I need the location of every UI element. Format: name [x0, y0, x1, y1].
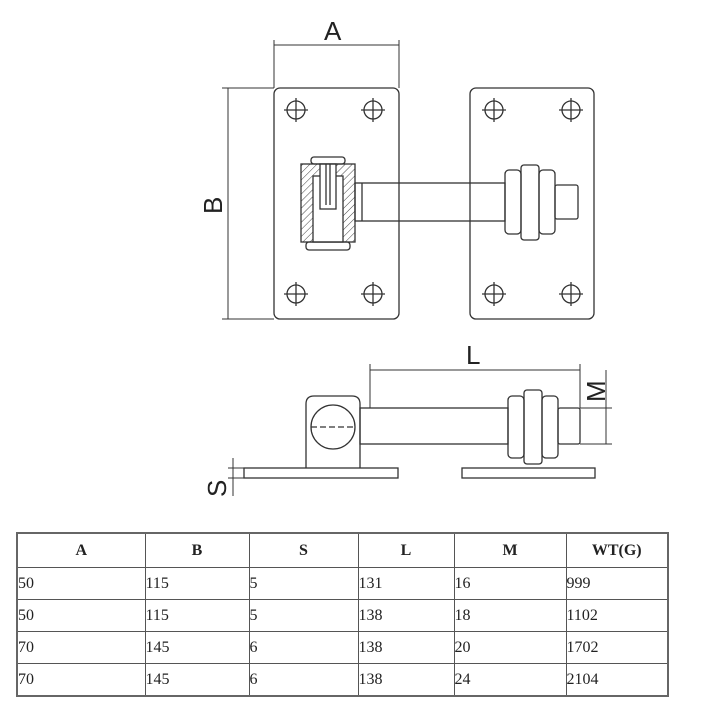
cell: 2104: [565, 663, 669, 697]
label-M: M: [581, 380, 611, 402]
dimension-M: [580, 370, 612, 445]
cell: 1702: [565, 631, 669, 664]
cell: 138: [357, 663, 455, 697]
dimension-A: [273, 40, 400, 88]
header-cell: L: [357, 532, 455, 568]
cell: 1102: [565, 599, 669, 632]
table-header-row: A B S L M WT(G): [16, 532, 669, 568]
header-cell: B: [144, 532, 250, 568]
header-cell: M: [453, 532, 567, 568]
cell: 70: [16, 663, 146, 697]
right-plate: [469, 87, 595, 320]
dimension-S: [228, 458, 244, 496]
cell: 145: [144, 631, 250, 664]
cell: 50: [16, 567, 146, 600]
hinge-technical-drawing: A B L M S: [198, 16, 612, 497]
cell: 70: [16, 631, 146, 664]
cell: 115: [144, 567, 250, 600]
cell: 138: [357, 599, 455, 632]
header-cell: A: [16, 532, 146, 568]
right-base: [461, 467, 596, 479]
cell: 18: [453, 599, 567, 632]
left-base: [243, 467, 399, 479]
label-S: S: [202, 480, 232, 497]
cell: 131: [357, 567, 455, 600]
left-plate: [273, 87, 400, 320]
label-L: L: [466, 340, 480, 370]
cell: 16: [453, 567, 567, 600]
header-cell: WT(G): [565, 532, 669, 568]
nut-assembly: [504, 164, 579, 241]
cell: 115: [144, 599, 250, 632]
cell: 50: [16, 599, 146, 632]
cell: 999: [565, 567, 669, 600]
cell: 6: [248, 663, 359, 697]
top-view: [222, 40, 595, 320]
dimension-B: [222, 87, 274, 320]
header-cell: S: [248, 532, 359, 568]
cell: 6: [248, 631, 359, 664]
cell: 5: [248, 599, 359, 632]
cell: 145: [144, 663, 250, 697]
pin: [354, 182, 506, 222]
dimension-L: [369, 364, 581, 408]
side-view: [228, 364, 612, 496]
label-B: B: [198, 197, 228, 214]
cell: 5: [248, 567, 359, 600]
cell: 138: [357, 631, 455, 664]
cell: 20: [453, 631, 567, 664]
label-A: A: [324, 16, 342, 46]
cell: 24: [453, 663, 567, 697]
barrel-section: [300, 156, 356, 251]
